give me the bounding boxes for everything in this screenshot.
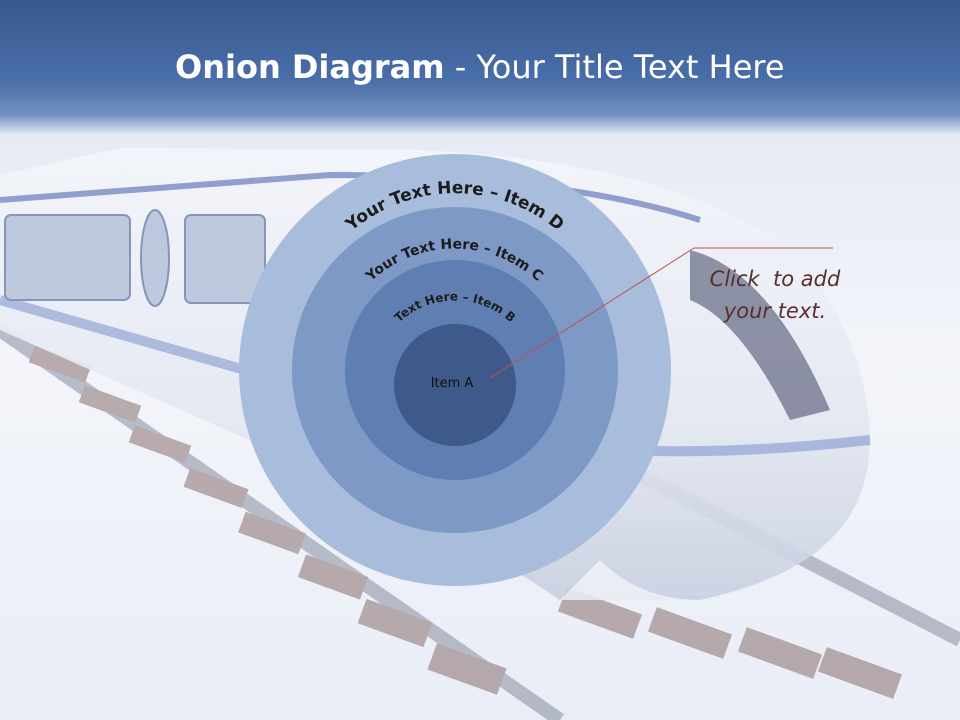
- callout-line-2: your text.: [723, 299, 827, 323]
- callout-line-1: Click to add: [709, 267, 841, 291]
- title-rest: - Your Title Text Here: [444, 48, 785, 86]
- callout-textbox[interactable]: Click to add your text.: [690, 263, 860, 327]
- title-bold: Onion Diagram: [175, 48, 445, 86]
- header-bar: [0, 0, 960, 135]
- page-title: Onion Diagram - Your Title Text Here: [175, 48, 785, 86]
- callout-line: [489, 247, 833, 379]
- layer-a-core[interactable]: [394, 324, 516, 446]
- label-item-a: Item A: [431, 376, 474, 391]
